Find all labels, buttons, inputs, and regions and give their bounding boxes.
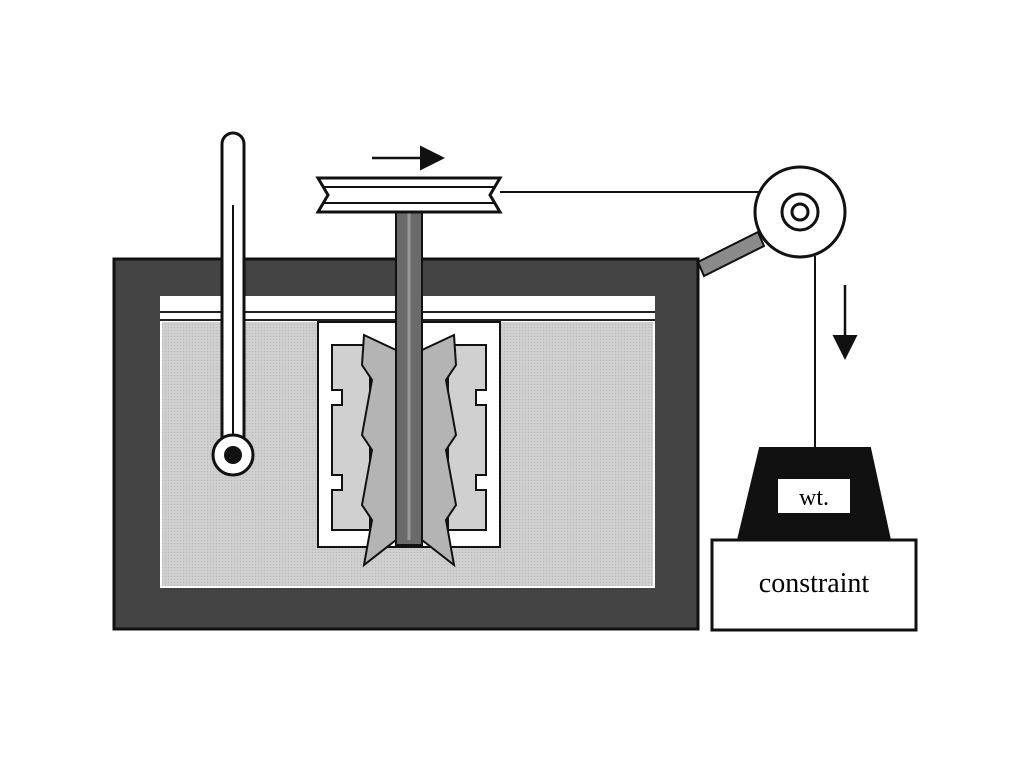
pulley-icon: [753, 165, 847, 259]
weight-label-box: [776, 477, 852, 515]
thermometer-icon: [211, 131, 255, 477]
weight-label: wt.: [799, 485, 829, 511]
constraint-block: constraint: [710, 538, 918, 632]
weight: wt.: [736, 447, 892, 541]
shaft: [395, 209, 423, 546]
pulley-bracket: [696, 230, 766, 278]
rotating-paddles: [360, 333, 458, 568]
constraint-label: constraint: [759, 568, 870, 599]
spindle-drum: [315, 176, 503, 214]
